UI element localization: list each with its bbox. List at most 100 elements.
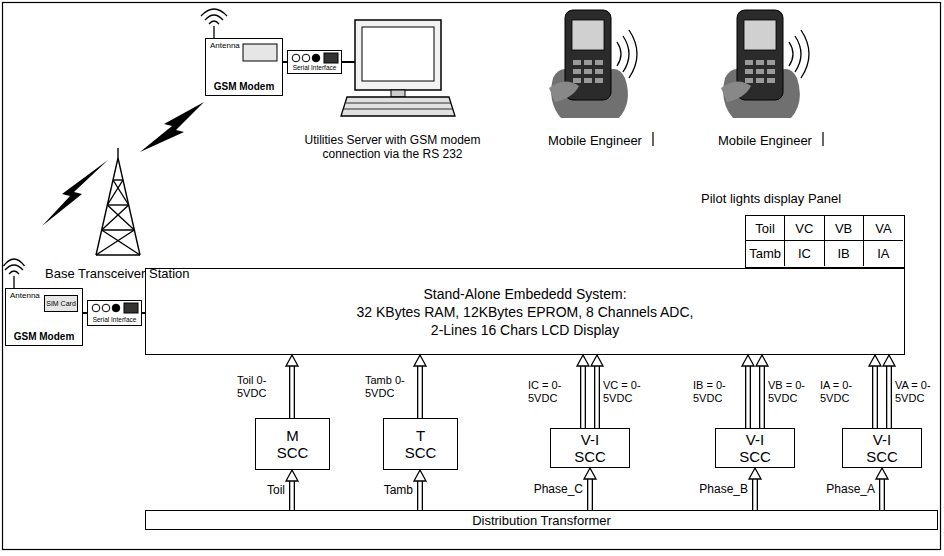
connector-knob: [92, 304, 100, 312]
arrow-shaft-hollow: [760, 366, 763, 428]
phone-key: [584, 60, 592, 65]
thumb: [549, 81, 579, 102]
arrow-shaft-hollow: [880, 479, 883, 510]
phone-screen: [744, 20, 776, 50]
radio-wave: [4, 259, 25, 266]
system-heading: Stand-Alone Embededd System:: [423, 285, 626, 303]
signal-conditioning-box: M SCC: [255, 418, 330, 470]
signal-conditioning-box: V-I SCC: [842, 428, 922, 468]
arrow-shaft-hollow: [887, 366, 890, 428]
arrow-shaft-hollow: [595, 366, 598, 428]
antenna-label: Antenna: [10, 292, 40, 300]
signal-label: Phase_B: [699, 482, 748, 496]
gsm-modem: AntennaGSM ModemSIM Card: [5, 288, 83, 346]
signal-label: Tamb: [384, 483, 413, 497]
wireless-link-bolt: [140, 102, 204, 152]
signal-arrow: [591, 355, 603, 428]
caption-text: Utilities Server with GSM modem connecti…: [290, 133, 495, 161]
scc-label: V-I SCC: [570, 431, 610, 465]
interface-label: Serial Interface: [288, 65, 341, 72]
radio-wave: [789, 42, 793, 66]
tower-leg: [118, 158, 140, 255]
arrow-head: [577, 355, 589, 366]
arrow-shaft-hollow: [418, 366, 421, 418]
phone-keypad: [573, 60, 603, 83]
keyboard-row: [346, 103, 451, 104]
signal-arrow: [876, 468, 888, 510]
arrow-head: [591, 355, 603, 366]
monitor-stand: [391, 90, 405, 97]
signal-name: IA: [877, 247, 889, 260]
tower-rung: [96, 254, 140, 255]
scc-label: T SCC: [401, 427, 441, 461]
arrow-shaft-hollow: [581, 366, 584, 428]
panel-heading: Pilot lights display Panel: [701, 191, 841, 207]
phone-key: [584, 78, 592, 83]
signal-name: VA: [875, 222, 891, 235]
arrow-shaft-hollow: [753, 479, 756, 510]
signal-arrow: [286, 355, 298, 418]
sim-card: SIM Card: [44, 295, 78, 312]
system-spec: 32 KBytes RAM, 12KBytes EPROM, 8 Channel…: [350, 303, 700, 339]
radio-wave: [5, 265, 23, 270]
arrow-head: [286, 355, 298, 366]
modem-label: GSM Modem: [206, 82, 282, 92]
arrow-head: [756, 355, 768, 366]
tick-mark: [822, 132, 823, 146]
phone-key: [756, 78, 764, 83]
phone-key: [745, 78, 753, 83]
device-label: Mobile Engineer: [548, 133, 642, 149]
arrow-shaft: [289, 481, 295, 510]
arrow-shaft: [759, 366, 765, 428]
radio-waves: [789, 30, 809, 78]
phone-key: [745, 69, 753, 74]
connector-knob: [292, 54, 300, 62]
gsm-modem: AntennaGSM Modem: [205, 38, 283, 96]
tower-rung: [107, 204, 128, 205]
radio-wave: [205, 15, 223, 20]
arrow-shaft: [587, 479, 593, 510]
transformer-label: Distribution Transformer: [472, 514, 611, 527]
signal-arrow: [584, 468, 596, 510]
signal-name: Tamb: [749, 247, 781, 260]
thumb: [721, 81, 751, 102]
mobile-phone-illustration: [549, 10, 637, 118]
radio-wave: [795, 36, 801, 72]
signal-arrow: [577, 355, 589, 428]
radio-wave: [629, 30, 637, 78]
serial-connector-symbol: [292, 53, 338, 63]
pilot-light-cell: IA: [864, 241, 903, 266]
signal-name: VB: [835, 222, 852, 235]
radio-waves: [617, 30, 637, 78]
serial-interface: Serial Interface: [87, 300, 142, 326]
signal-label: Tamb 0-5VDC: [365, 374, 413, 400]
scc-label: M SCC: [273, 427, 313, 461]
monitor: [355, 20, 441, 90]
arrow-shaft-hollow: [746, 366, 749, 428]
signal-name: IB: [837, 247, 849, 260]
tower-leg: [96, 158, 118, 255]
arrow-head: [876, 468, 888, 479]
arrow-shaft: [752, 479, 758, 510]
mobile-phone-illustration: [721, 10, 809, 118]
signal-label: Phase_C: [534, 482, 583, 496]
wireless-link-bolt: [42, 160, 108, 226]
signal-label: Toil 0-5VDC: [237, 374, 285, 400]
pilot-light-cell: IB: [825, 241, 864, 266]
antenna-mast: [13, 276, 14, 288]
arrow-shaft: [417, 366, 423, 418]
phone-key: [595, 69, 603, 74]
signal-arrow: [742, 355, 754, 428]
arrow-shaft: [417, 481, 423, 510]
arrow-head: [286, 470, 298, 481]
signal-arrow: [286, 470, 298, 510]
signal-label: Phase_A: [826, 482, 875, 496]
radio-wave: [9, 271, 19, 274]
pilot-lights-panel: Pilot lights display PanelToilVCVBVATamb…: [745, 215, 905, 268]
monitor-screen: [362, 27, 434, 81]
signal-label: IA = 0-5VDC: [820, 379, 868, 405]
tower-brace: [107, 205, 134, 230]
device-label: Mobile Engineer: [718, 133, 812, 149]
phone-key: [573, 78, 581, 83]
